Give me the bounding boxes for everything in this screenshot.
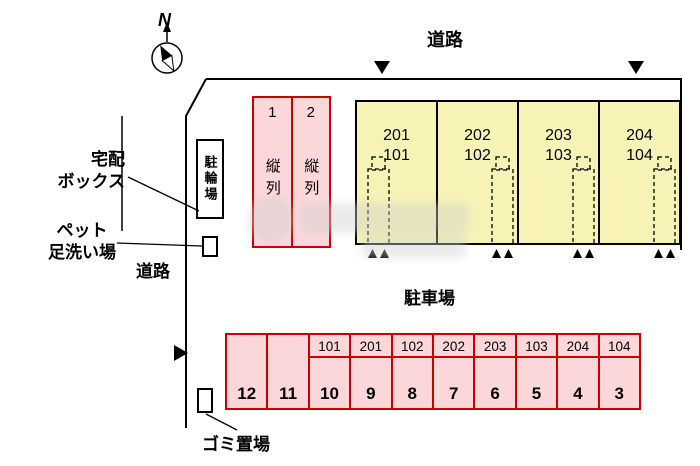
- parking-space-11: 11: [266, 333, 310, 410]
- parking-space-number: 6: [490, 384, 500, 403]
- tandem-space-number: 2: [306, 104, 315, 121]
- garbage-label: ゴミ置場: [202, 435, 270, 454]
- parking-space-4: 204 4: [556, 333, 600, 410]
- bicycle-parking-box: 駐輪場: [196, 139, 224, 219]
- parking-space-6: 203 6: [473, 333, 517, 410]
- unit-numbers: 204 104: [600, 126, 679, 166]
- compass-north-label: N: [158, 10, 171, 30]
- watermark-blob: [248, 196, 294, 242]
- garbage-box: [197, 388, 213, 413]
- unit-lower-number: 104: [626, 147, 653, 164]
- parking-space-12: 12: [225, 333, 269, 410]
- parking-space-number: 12: [237, 384, 257, 403]
- pet-wash-label-line2: 足洗い場: [48, 243, 116, 263]
- unit-numbers: 202 102: [438, 126, 517, 166]
- tandem-space-number: 1: [268, 104, 277, 121]
- unit-upper-number: 203: [545, 127, 572, 144]
- unit-numbers: 201 101: [357, 126, 436, 166]
- parking-space-unit: 101: [309, 335, 350, 358]
- parking-space-unit: 201: [351, 335, 391, 358]
- parking-space-unit: 204: [558, 335, 598, 358]
- right-triangle-icon: [174, 345, 188, 361]
- parking-space-number: 3: [614, 384, 625, 403]
- parking-space-10: 101 10: [307, 333, 352, 410]
- parking-space-7: 202 7: [432, 333, 476, 410]
- down-triangle-icon: [628, 61, 644, 74]
- parking-space-number: 5: [531, 384, 542, 403]
- unit-upper-number: 202: [464, 127, 491, 144]
- unit-upper-number: 204: [626, 127, 653, 144]
- building-unit-204-104: 204 104: [598, 100, 681, 245]
- parking-space-5: 103 5: [514, 333, 559, 410]
- parking-space-unit: 203: [475, 335, 515, 358]
- delivery-box-label-line2: ボックス: [57, 172, 126, 192]
- parking-space-unit: 104: [599, 335, 639, 358]
- watermark-blob: [300, 203, 468, 233]
- parking-space-number: 11: [279, 384, 298, 403]
- parking-space-9: 201 9: [349, 333, 393, 410]
- delivery-box-label-line1: 宅配: [91, 150, 125, 169]
- watermark-blob: [362, 234, 466, 258]
- parking-space-unit: 103: [516, 335, 557, 358]
- unit-lower-number: 103: [545, 147, 572, 164]
- parking-space-number: 9: [366, 384, 376, 403]
- unit-upper-number: 201: [383, 127, 410, 144]
- pet-wash-box: [202, 236, 218, 257]
- parking-space-number: 4: [573, 384, 583, 403]
- tandem-space-label: 縦列: [302, 158, 320, 202]
- parking-space-number: 10: [320, 384, 339, 403]
- unit-numbers: 203 103: [519, 126, 598, 166]
- parking-space-unit: 102: [392, 335, 432, 358]
- unit-lower-number: 101: [383, 147, 410, 164]
- down-triangle-icon: [374, 61, 390, 74]
- building-unit-203-103: 203 103: [517, 100, 600, 245]
- unit-lower-number: 102: [464, 147, 491, 164]
- parking-lot-label: 駐車場: [404, 289, 455, 308]
- pet-wash-label: ペット 足洗い場: [38, 220, 126, 264]
- parking-space-3: 104 3: [597, 333, 641, 410]
- top-road-label: 道路: [427, 30, 463, 50]
- delivery-box-label: 宅配 ボックス: [39, 149, 126, 193]
- parking-space-unit: 202: [434, 335, 474, 358]
- parking-space-8: 102 8: [390, 333, 434, 410]
- left-road-label: 道路: [136, 262, 170, 281]
- parking-space-number: 7: [448, 384, 459, 403]
- pet-wash-label-line1: ペット: [56, 221, 108, 240]
- parking-space-number: 8: [407, 384, 418, 403]
